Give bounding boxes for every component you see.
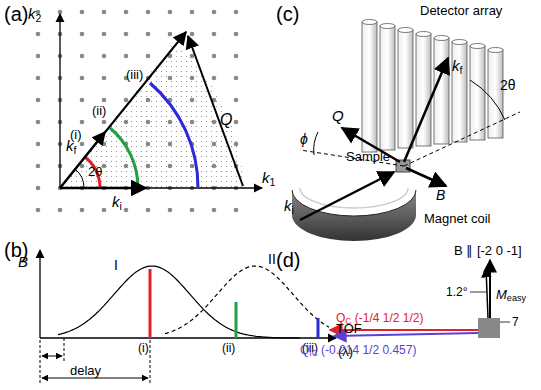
delay-label: delay [70,364,101,377]
angle-label: 2θ [500,78,516,92]
vector-label: ki [112,194,122,209]
axis-label: k2 [28,6,41,21]
angle-label: 2θ [88,165,102,178]
axis-label: k1 [262,170,275,185]
vector-label: Measy [496,288,526,301]
arc-label: (i) [70,128,82,141]
panel-label: (d) [276,250,300,270]
panel-label: (a) [4,4,28,24]
vector-label: ki [284,198,294,213]
part-label: Magnet coil [424,212,490,225]
curve-label: I [114,258,118,272]
arc-label: (iii) [126,68,143,81]
part-label: Sample [346,150,390,163]
vector-label: QC (-1/4 1/2 1/2) [336,312,423,324]
vector-label: kf [452,58,462,73]
vector-label: Q [332,108,344,123]
angle-label: ϕ [300,132,308,146]
curve-label: II [268,252,276,266]
arc-label: (ii) [92,104,106,117]
line-label: (i) [138,342,149,354]
vector-label: Q [220,112,232,128]
part-label: Detector array [420,4,502,17]
vector-label: QIC (-0.214 1/2 0.457) [300,344,416,356]
panel-label: (c) [276,4,299,24]
angle-label: 7 [512,316,519,328]
line-label: (ii) [222,342,235,354]
angle-label: 1.2° [446,286,467,298]
vector-label: B [436,188,445,202]
axis-label: B [18,254,28,269]
field-label: B ∥ [-2 0 -1] [454,244,522,257]
